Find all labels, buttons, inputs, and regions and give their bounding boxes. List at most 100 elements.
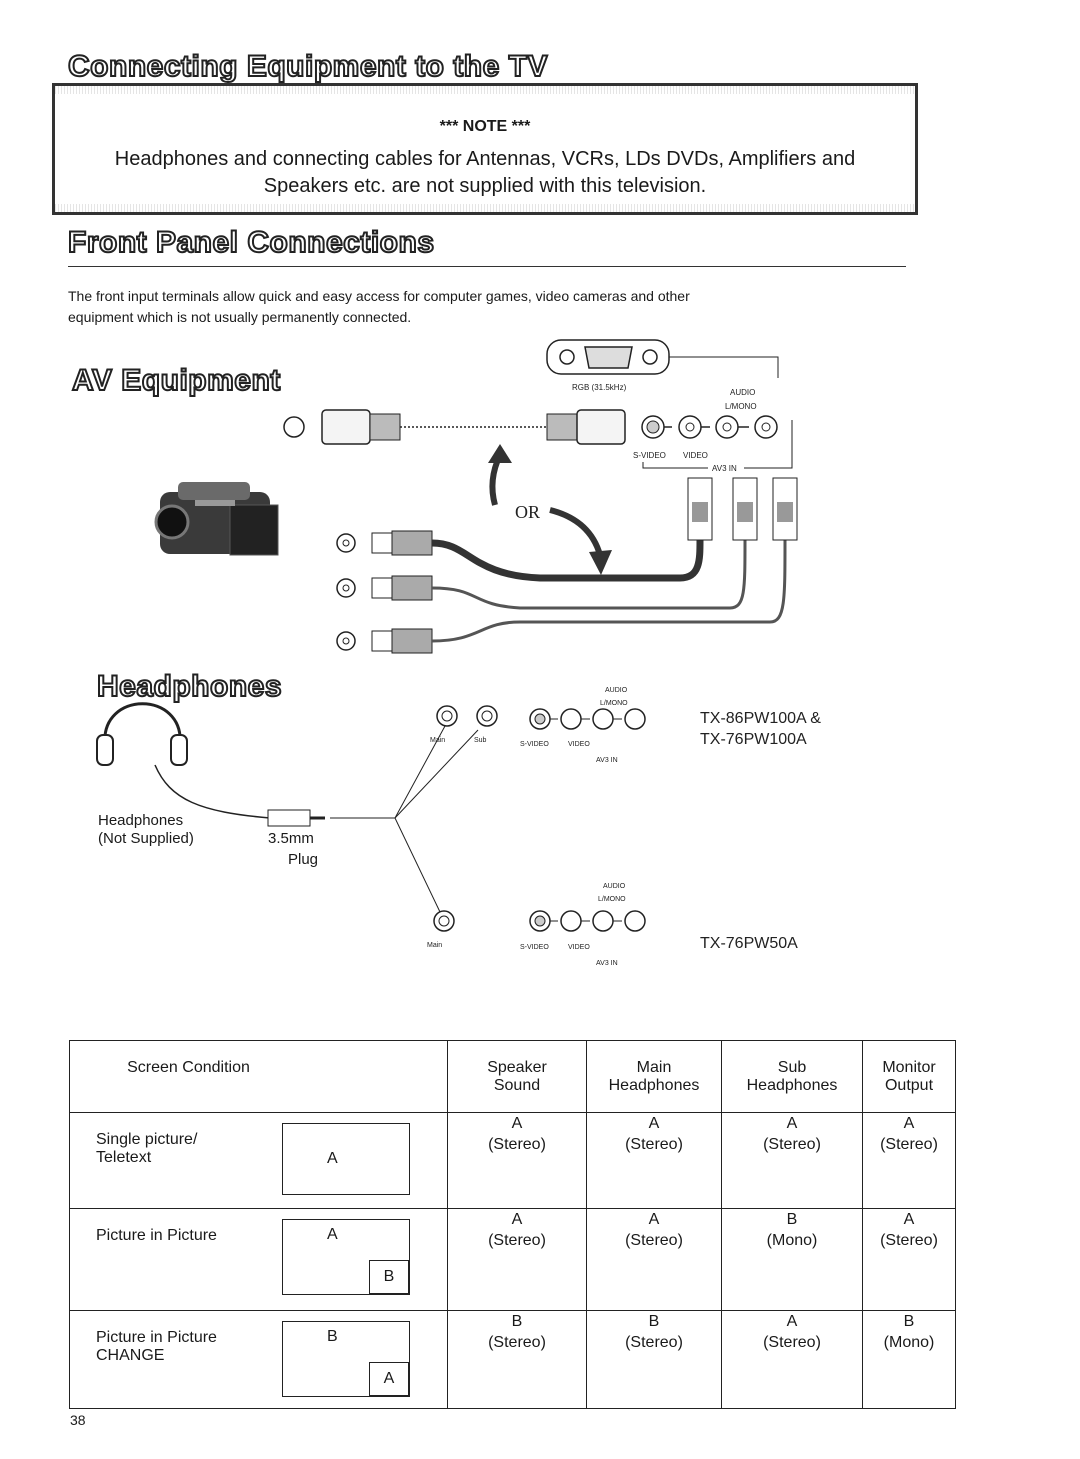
audio-right-jack-icon	[754, 415, 778, 439]
monitor-cell: A(Stereo)	[862, 1112, 956, 1209]
screen-diagram-cell: A	[268, 1112, 448, 1209]
monitor-mode: (Mono)	[883, 1334, 935, 1351]
screen-inset-label: A	[369, 1362, 409, 1396]
sub-mode: (Stereo)	[763, 1136, 821, 1153]
up-arrow-icon	[488, 444, 512, 463]
sub-jack-label: Sub	[474, 737, 487, 744]
model-a-line-2: TX-76PW100A	[700, 731, 807, 748]
sub-mode: (Stereo)	[763, 1334, 821, 1351]
screen-main-label: B	[327, 1328, 338, 1345]
video-label-3: VIDEO	[568, 944, 590, 951]
row-label-line-2: Teletext	[96, 1149, 152, 1166]
screen-condition-table: Screen Condition Speaker Sound Main Head…	[69, 1040, 956, 1409]
down-arrow-icon	[589, 550, 612, 575]
av3-jacks-icon	[529, 708, 646, 730]
av-equipment-title: AV Equipment	[71, 363, 281, 398]
monitor-value: B	[903, 1313, 915, 1330]
headphone-jack-single-icon	[433, 910, 455, 932]
plug-label-2: Plug	[288, 851, 319, 868]
row-label: Single picture/ Teletext	[69, 1112, 268, 1209]
page-title: Connecting Equipment to the TV	[67, 49, 548, 84]
main-cell: A (Stereo)	[586, 1208, 722, 1311]
row-label-line-2: CHANGE	[96, 1347, 165, 1364]
row-label: Picture in Picture CHANGE	[69, 1310, 268, 1409]
speaker-mode: (Stereo)	[488, 1334, 546, 1351]
rgb-port-icon	[546, 339, 670, 375]
table-row: Picture in Picture CHANGE B A B(Stereo) …	[69, 1310, 956, 1409]
headphones-title: Headphones	[96, 669, 283, 704]
sub-cell: B (Mono)	[721, 1208, 863, 1311]
audio-label-3: AUDIO	[603, 883, 626, 890]
header-monitor: Monitor Output	[862, 1040, 956, 1113]
table-row: Single picture/ Teletext A A (Stereo) A (S…	[69, 1112, 956, 1209]
monitor-cell: A (Stereo)	[862, 1208, 956, 1311]
header-screen-condition: Screen Condition	[69, 1040, 448, 1113]
main-mode: (Stereo)	[625, 1334, 683, 1351]
sub-cell: A(Stereo)	[721, 1310, 863, 1409]
screen-main-label: A	[327, 1150, 338, 1167]
audio-label-2: AUDIO	[605, 687, 628, 694]
monitor-value: A	[903, 1211, 915, 1228]
speaker-value: B	[511, 1313, 523, 1330]
main-mode: (Stereo)	[625, 1232, 683, 1249]
sub-value: B	[786, 1211, 798, 1228]
monitor-mode: (Stereo)	[880, 1232, 938, 1249]
note-line-2: Speakers etc. are not supplied with this…	[263, 175, 707, 197]
headphone-jack-main-icon	[436, 705, 458, 727]
row-label-line-1: Picture in Picture	[96, 1227, 217, 1244]
monitor-value: A	[903, 1115, 915, 1132]
audio-left-jack-icon	[715, 415, 739, 439]
speaker-mode: (Stereo)	[488, 1136, 546, 1153]
plug-label-1: 3.5mm	[268, 830, 314, 847]
monitor-cell: B (Mono)	[862, 1310, 956, 1409]
note-heading: *** NOTE ***	[439, 118, 531, 135]
row-label: Picture in Picture	[69, 1208, 268, 1311]
camcorder-icon	[154, 482, 279, 556]
header-monitor-line-2: Output	[884, 1077, 934, 1094]
screen-inset-label: B	[369, 1260, 409, 1294]
header-sub: Sub Headphones	[721, 1040, 863, 1113]
model-b: TX-76PW50A	[700, 935, 798, 952]
intro-line-1: The front input terminals allow quick an…	[68, 288, 690, 304]
main-mode: (Stereo)	[625, 1136, 683, 1153]
main-cell: A (Stereo)	[586, 1112, 722, 1209]
speaker-cell: B (Stereo)	[447, 1310, 587, 1409]
main-value: A	[648, 1115, 660, 1132]
speaker-mode: (Stereo)	[488, 1232, 546, 1249]
or-label: OR	[515, 502, 540, 522]
table-row: Picture in Picture A B A (Stereo) A (Stere…	[69, 1208, 956, 1311]
svideo-label-2: S-VIDEO	[520, 741, 549, 748]
main-jack-label: Main	[430, 737, 445, 744]
sub-mode: (Mono)	[766, 1232, 818, 1249]
screen-diagram-cell: A B	[268, 1208, 448, 1311]
header-main: Main Headphones	[586, 1040, 722, 1113]
video-label: VIDEO	[683, 451, 708, 460]
main-value: A	[648, 1211, 660, 1228]
headphone-jack-sub-icon	[476, 705, 498, 727]
header-sub-line-1: Sub	[777, 1059, 807, 1076]
headphones-label-1: Headphones	[98, 812, 184, 829]
header-main-line-1: Main	[636, 1059, 672, 1076]
svideo-label: S-VIDEO	[633, 451, 666, 460]
speaker-value: A	[511, 1115, 523, 1132]
lmono-label: L/MONO	[725, 402, 757, 411]
plug-icon	[267, 809, 325, 827]
video-jack-icon	[678, 415, 702, 439]
row-label-line-1: Single picture/	[96, 1131, 198, 1148]
headphones-label-2: (Not Supplied)	[98, 830, 194, 847]
header-main-line-2: Headphones	[608, 1077, 700, 1094]
svideo-label-3: S-VIDEO	[520, 944, 549, 951]
speaker-cell: A(Stereo)	[447, 1208, 587, 1311]
model-a-line-1: TX-86PW100A &	[700, 710, 821, 727]
video-label-2: VIDEO	[568, 741, 590, 748]
screen-main-label: A	[327, 1226, 338, 1243]
note-line-1: Headphones and connecting cables for Ant…	[114, 148, 856, 170]
note-box: *** NOTE *** Headphones and connecting c…	[52, 83, 918, 215]
sub-cell: A(Stereo)	[721, 1112, 863, 1209]
section-title: Front Panel Connections	[67, 225, 435, 260]
rca-cable-icon	[336, 477, 798, 654]
headphones-icon	[96, 702, 271, 819]
screen-diagram: A	[282, 1123, 410, 1195]
s-video-jack-icon	[641, 415, 665, 439]
